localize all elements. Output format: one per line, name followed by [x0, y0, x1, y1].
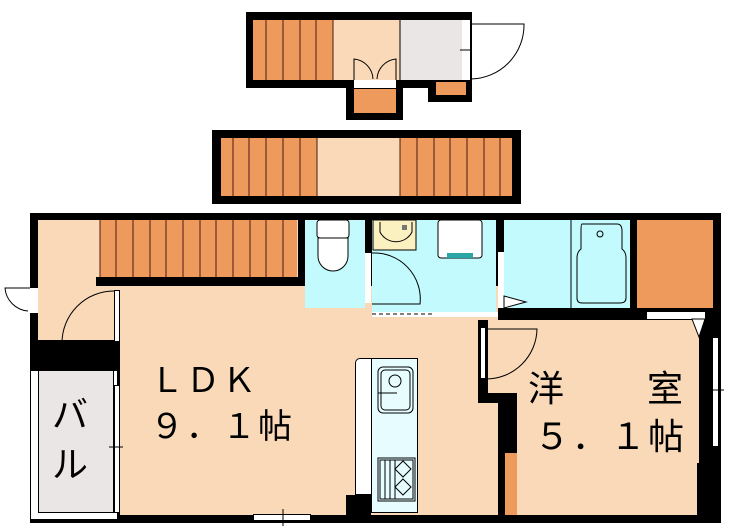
middle-stair-treads [232, 138, 501, 196]
closet-door-marker [691, 318, 706, 339]
western-room-size-label: ５．１帖 [534, 417, 687, 458]
hall-door-opening [114, 290, 120, 342]
western-door-swing [485, 328, 538, 380]
balcony-label-line1: バ [52, 395, 89, 436]
stair-edge-wall [96, 277, 298, 286]
western-room-floor [486, 320, 699, 515]
washroom-door-swing [371, 252, 421, 305]
main-stair-treads [99, 220, 284, 277]
balcony-floor [38, 370, 114, 513]
ldk-size-label: ９．１帖 [150, 407, 294, 447]
western-room-name-right: 室 [647, 369, 684, 410]
entrance-door-swing [4, 287, 30, 312]
kitchen-sink [377, 366, 414, 414]
closet [637, 220, 713, 308]
western-room-partition-step [478, 393, 508, 403]
upper-entry [400, 20, 462, 80]
middle-stairs-right [400, 138, 512, 196]
western-room-storage-strip [505, 453, 517, 515]
western-door-opening [480, 327, 486, 379]
window-bottom-ldk [253, 514, 311, 521]
washing-machine-fixture [437, 219, 483, 259]
hall-bottom-wall [30, 345, 120, 367]
bath-door-opening [498, 252, 504, 308]
kitchen-pillar [346, 495, 371, 515]
upper-closet-opening [354, 80, 396, 88]
closet-opening [647, 312, 705, 319]
bathroom [504, 220, 630, 308]
balcony-label-line2: ル [52, 445, 89, 486]
toilet-door-opening [365, 253, 371, 303]
western-room-corner-pillar [697, 463, 721, 523]
western-room-name-left: 洋 [528, 369, 565, 410]
upper-stair-treads [265, 20, 334, 80]
upper-exterior-door [460, 23, 525, 80]
hall-door-swing [61, 290, 115, 344]
upper-landing [333, 20, 400, 80]
washroom-sliding-door [372, 312, 498, 317]
bathtub-fixture [570, 220, 627, 308]
upper-closet-doors [353, 58, 397, 80]
entrance-door-opening [30, 288, 38, 313]
window-ticks [109, 389, 724, 526]
ldk-name-label: ＬＤＫ [150, 361, 258, 401]
upper-closet-storage [354, 89, 396, 113]
middle-stairs-left [221, 138, 317, 196]
ldk-corridor [298, 317, 498, 347]
washbasin-fixture [372, 219, 417, 251]
bath-door-marker [503, 295, 528, 309]
kitchen-cooktop [377, 457, 416, 502]
window-balcony-side [114, 385, 120, 513]
upper-shelf [436, 82, 466, 95]
toilet-fixture [316, 219, 350, 272]
window-western-right [712, 337, 719, 447]
middle-landing [317, 138, 400, 196]
